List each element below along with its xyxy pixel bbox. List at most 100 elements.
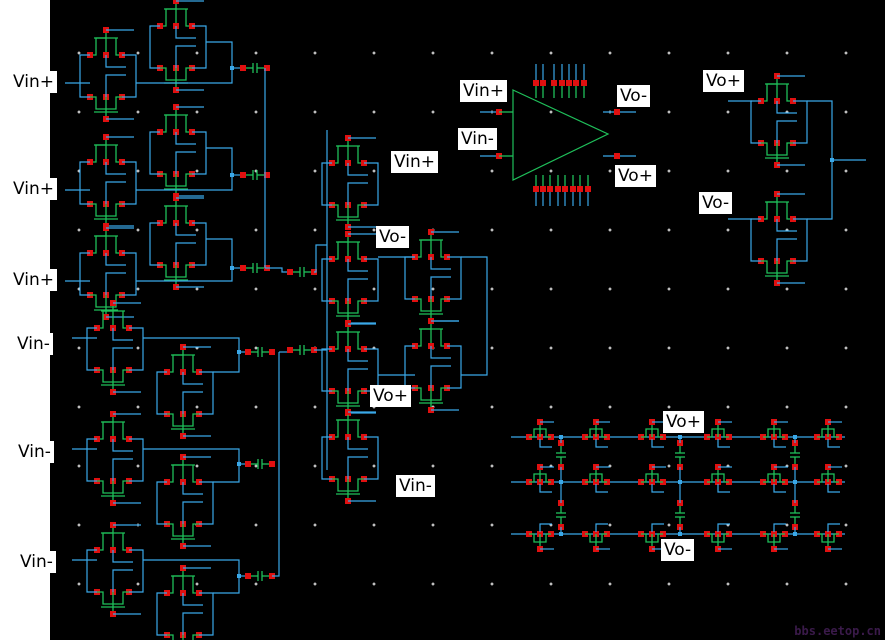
label-left-vin-plus-1: Vin+ bbox=[10, 71, 57, 93]
grid-dot bbox=[77, 228, 81, 232]
grid-dot bbox=[490, 346, 494, 350]
wire bbox=[86, 438, 97, 482]
grid-dot bbox=[667, 405, 671, 409]
grid-dot bbox=[195, 464, 199, 468]
wire bbox=[136, 268, 233, 282]
wire bbox=[175, 223, 196, 236]
grid-dot bbox=[549, 287, 553, 291]
grid-dot bbox=[844, 287, 848, 291]
grid-dot bbox=[844, 228, 848, 232]
junction bbox=[678, 480, 682, 484]
wire bbox=[182, 593, 203, 606]
grid-dot bbox=[785, 346, 789, 350]
grid-dot bbox=[254, 405, 258, 409]
grid-dot bbox=[608, 523, 612, 527]
wire bbox=[105, 162, 126, 175]
pin bbox=[551, 80, 557, 86]
pin bbox=[562, 186, 568, 192]
label-amp-vin-plus: Vin+ bbox=[460, 80, 507, 102]
wire bbox=[122, 54, 137, 98]
wire bbox=[149, 222, 160, 266]
device-stroke bbox=[332, 415, 349, 438]
grid-dot bbox=[490, 169, 494, 173]
wire bbox=[192, 25, 207, 69]
grid-dot bbox=[608, 405, 612, 409]
wire bbox=[776, 219, 797, 232]
wire bbox=[122, 252, 137, 296]
pin bbox=[173, 0, 179, 4]
wire bbox=[347, 456, 368, 479]
grid-dot bbox=[254, 287, 258, 291]
grid-dot bbox=[549, 228, 553, 232]
junction bbox=[230, 266, 234, 270]
grid-dot bbox=[254, 523, 258, 527]
junction bbox=[559, 532, 563, 536]
grid-dot bbox=[254, 110, 258, 114]
label-left-vin-plus-3: Vin+ bbox=[10, 269, 57, 291]
grid-dot bbox=[77, 110, 81, 114]
label-left-vin-minus-1: Vin- bbox=[14, 333, 53, 355]
device-stroke bbox=[160, 110, 177, 133]
wire bbox=[213, 576, 240, 594]
wire bbox=[182, 372, 203, 385]
wire bbox=[347, 278, 368, 301]
device-stroke bbox=[167, 634, 199, 640]
wire bbox=[347, 437, 368, 450]
pin bbox=[566, 80, 572, 86]
wire bbox=[807, 100, 833, 220]
wire bbox=[265, 267, 290, 273]
wire bbox=[539, 439, 552, 448]
wire bbox=[175, 132, 196, 145]
label-amp-vin-minus: Vin- bbox=[458, 128, 497, 150]
grid-dot bbox=[313, 110, 317, 114]
wire bbox=[199, 371, 214, 415]
device-stroke bbox=[332, 237, 349, 260]
wire bbox=[651, 484, 664, 493]
label-mid-vo-plus: Vo+ bbox=[370, 385, 411, 407]
wire bbox=[461, 256, 488, 376]
junction bbox=[678, 435, 682, 439]
grid-dot bbox=[667, 582, 671, 586]
wire bbox=[776, 120, 797, 143]
device-stroke bbox=[160, 4, 177, 27]
pin bbox=[240, 65, 246, 71]
wire bbox=[206, 238, 233, 268]
pin bbox=[547, 186, 553, 192]
label-array-vo-plus: Vo+ bbox=[663, 411, 704, 433]
watermark: bbs.eetop.cn bbox=[794, 624, 881, 638]
grid-dot bbox=[667, 51, 671, 55]
grid-dot bbox=[136, 346, 140, 350]
grid-dot bbox=[667, 169, 671, 173]
grid-dot bbox=[313, 523, 317, 527]
junction bbox=[559, 480, 563, 484]
label-left-vin-minus-2: Vin- bbox=[15, 441, 54, 463]
grid-dot bbox=[136, 582, 140, 586]
grid-dot bbox=[254, 51, 258, 55]
grid-dot bbox=[313, 169, 317, 173]
grid-dot bbox=[549, 582, 553, 586]
pin bbox=[570, 186, 576, 192]
wire bbox=[347, 368, 368, 391]
device-stroke bbox=[415, 324, 432, 347]
grid-dot bbox=[549, 169, 553, 173]
wire bbox=[827, 484, 840, 493]
label-amp-vo-plus: Vo+ bbox=[615, 165, 656, 187]
wire bbox=[651, 523, 664, 532]
pin bbox=[269, 349, 275, 355]
pin bbox=[264, 65, 270, 71]
wire bbox=[136, 68, 233, 84]
grid-dot bbox=[372, 228, 376, 232]
wire bbox=[364, 162, 379, 206]
wire bbox=[364, 258, 379, 302]
grid-dot bbox=[490, 405, 494, 409]
wire bbox=[112, 347, 133, 370]
wire bbox=[539, 484, 552, 493]
wire bbox=[827, 523, 840, 532]
grid-dot bbox=[667, 464, 671, 468]
grid-dot bbox=[844, 51, 848, 55]
grid-dot bbox=[490, 464, 494, 468]
label-mid-vin-minus: Vin- bbox=[396, 475, 435, 497]
grid-dot bbox=[77, 523, 81, 527]
grid-dot bbox=[313, 287, 317, 291]
